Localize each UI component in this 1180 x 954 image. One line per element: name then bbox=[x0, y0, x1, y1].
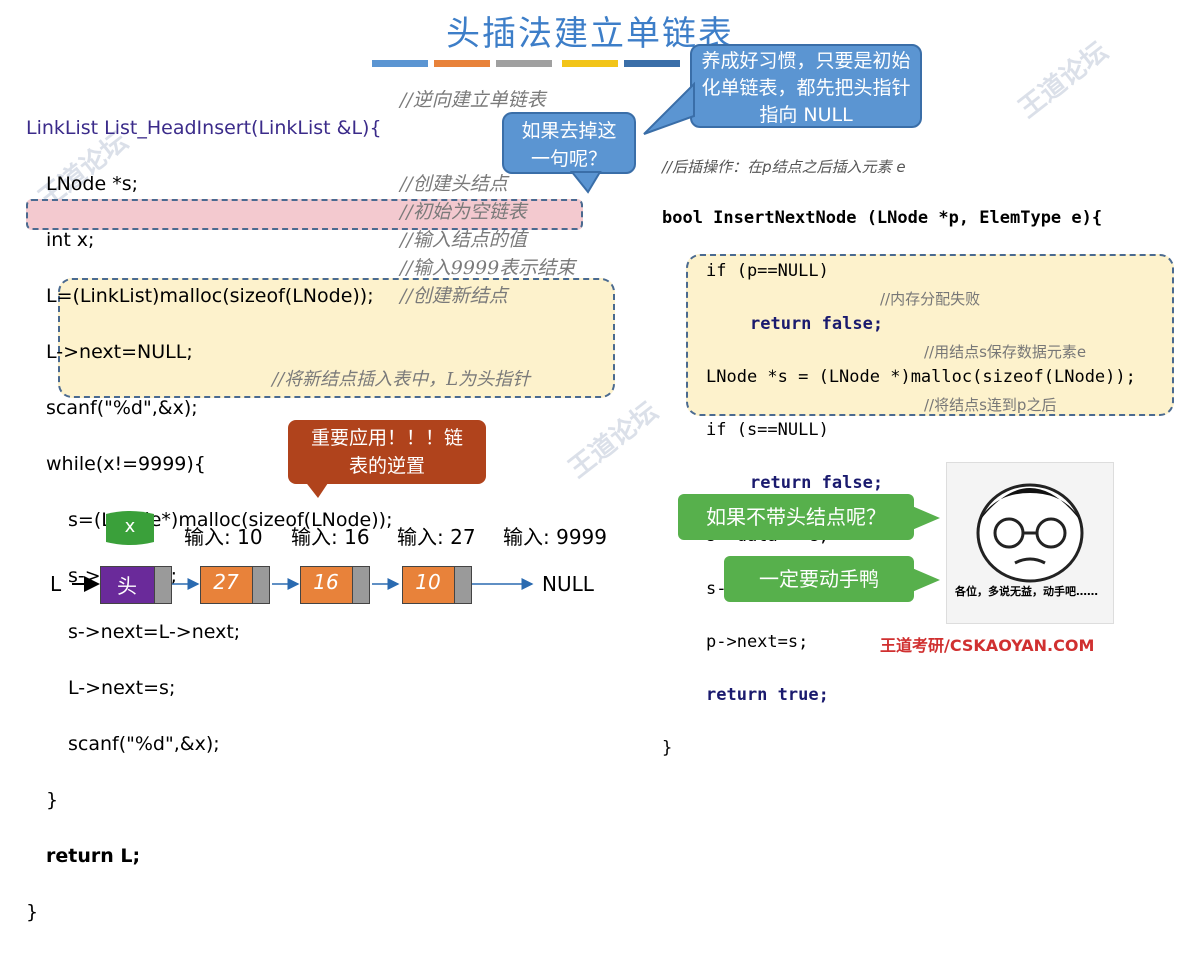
title-deco-bar-4 bbox=[562, 60, 618, 67]
x-tag-label: x bbox=[124, 516, 136, 537]
callout-do-it-tail bbox=[912, 568, 940, 592]
comment-input-value: //输入结点的值 bbox=[400, 229, 527, 251]
rcomment-save-data: //用结点s保存数据元素e bbox=[924, 343, 1087, 361]
callout-important-tail bbox=[304, 480, 330, 498]
node-27 bbox=[200, 566, 254, 604]
node-10 bbox=[402, 566, 456, 604]
code-line-15: } bbox=[26, 901, 39, 923]
rcode-line-4: LNode *s = (LNode *)malloc(sizeof(LNode)… bbox=[706, 366, 1136, 387]
code-line-10: s->next=L->next; bbox=[68, 621, 241, 643]
callout-remove-line: 如果去掉这一句呢？ bbox=[502, 112, 636, 174]
callout-habit: 养成好习惯，只要是初始化单链表，都先把头指针指向 NULL bbox=[690, 44, 922, 128]
meme-face-icon bbox=[976, 483, 1084, 583]
comment-insert-head: //将新结点插入表中，L为头指针 bbox=[272, 369, 531, 390]
rcode-line-1: bool InsertNextNode (LNode *p, ElemType … bbox=[662, 207, 1103, 228]
title-deco-bar-3 bbox=[496, 60, 552, 67]
code-line-7: while(x!=9999){ bbox=[46, 453, 206, 475]
comment-end-9999: //输入9999表示结束 bbox=[400, 257, 576, 279]
meme-image: 各位，多说无益，动手吧…… bbox=[946, 462, 1114, 624]
page-title: 头插法建立单链表 bbox=[446, 14, 734, 54]
comment-reverse: //逆向建立单链表 bbox=[400, 89, 546, 111]
rcode-line-11: } bbox=[662, 737, 673, 758]
input-16: 输入: 16 bbox=[291, 525, 370, 549]
rcomment-link-s: //将结点s连到p之后 bbox=[924, 396, 1057, 414]
code-line-1: LinkList List_HeadInsert(LinkList &L){ bbox=[26, 117, 382, 139]
callout-do-it: 一定要动手鸭 bbox=[724, 556, 914, 602]
footer-brand: 王道考研/CSKAOYAN.COM bbox=[880, 636, 1095, 655]
highlight-right-block bbox=[686, 254, 1174, 416]
node-27-pointer bbox=[252, 566, 270, 604]
node-16-value: 16 bbox=[313, 570, 339, 594]
code-line-4: L=(LinkList)malloc(sizeof(LNode)); bbox=[46, 285, 374, 307]
meme-caption: 各位，多说无益，动手吧…… bbox=[955, 585, 1098, 598]
code-line-2: LNode *s; bbox=[46, 173, 139, 195]
head-pointer-label: L bbox=[50, 572, 62, 596]
node-27-value: 27 bbox=[213, 570, 239, 594]
x-tag-icon bbox=[106, 511, 154, 545]
rcode-line-3: return false; bbox=[750, 313, 884, 334]
input-9999: 输入: 9999 bbox=[503, 525, 607, 549]
callout-no-head-node: 如果不带头结点呢？ bbox=[678, 494, 914, 540]
code-line-6: scanf("%d",&x); bbox=[46, 397, 198, 419]
code-line-12: scanf("%d",&x); bbox=[68, 733, 220, 755]
rcomment-alloc-fail: //内存分配失败 bbox=[880, 290, 981, 308]
highlight-init-null bbox=[26, 199, 583, 230]
callout-no-head-tail bbox=[912, 506, 940, 530]
rcode-line-6: return false; bbox=[750, 472, 884, 493]
rcode-line-10: return true; bbox=[706, 684, 829, 705]
callout-habit-tail bbox=[643, 81, 695, 135]
rcode-line-2: if (p==NULL) bbox=[706, 260, 829, 281]
code-right-comment: //后插操作：在p结点之后插入元素 e bbox=[662, 158, 906, 176]
callout-remove-tail bbox=[570, 171, 602, 194]
title-deco-bar-2 bbox=[434, 60, 490, 67]
code-line-13: } bbox=[46, 789, 59, 811]
code-line-3: int x; bbox=[46, 229, 95, 251]
rcode-line-5: if (s==NULL) bbox=[706, 419, 829, 440]
comment-init-empty: //初始为空链表 bbox=[400, 201, 527, 223]
callout-important: 重要应用！！！链表的逆置 bbox=[288, 420, 486, 484]
head-node-label: 头 bbox=[117, 574, 137, 598]
node-10-value: 10 bbox=[415, 570, 441, 594]
highlight-insert-block bbox=[58, 278, 615, 398]
node-10-pointer bbox=[454, 566, 472, 604]
node-16-pointer bbox=[352, 566, 370, 604]
head-node-pointer bbox=[154, 566, 172, 604]
code-line-5: L->next=NULL; bbox=[46, 341, 193, 363]
code-line-11: L->next=s; bbox=[68, 677, 176, 699]
comment-create-head: //创建头结点 bbox=[400, 173, 508, 195]
comment-new-node: //创建新结点 bbox=[400, 285, 508, 307]
code-line-14: return L; bbox=[46, 845, 141, 867]
input-10: 输入: 10 bbox=[184, 525, 263, 549]
title-deco-bar-5 bbox=[624, 60, 680, 67]
input-27: 输入: 27 bbox=[397, 525, 476, 549]
node-16 bbox=[300, 566, 354, 604]
title-deco-bar-1 bbox=[372, 60, 428, 67]
linked-list-arrows bbox=[72, 576, 534, 592]
null-label: NULL bbox=[542, 572, 594, 596]
